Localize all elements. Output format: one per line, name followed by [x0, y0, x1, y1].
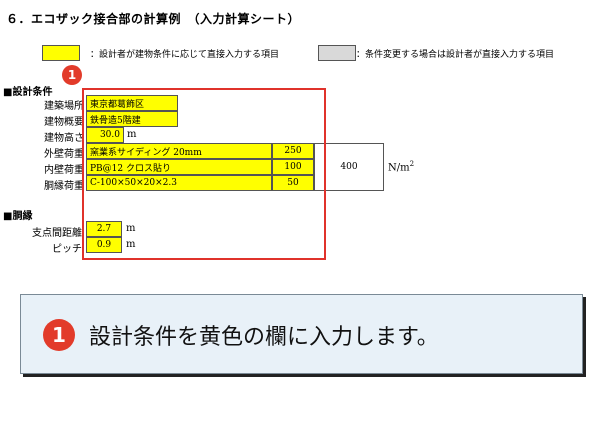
input-legend-text: ：設計者が建物条件に応じて直接入力する項目 [90, 50, 280, 60]
pitch-label: ピッチ [52, 244, 82, 255]
instruction-callout: 1 設計条件を黄色の欄に入力します。 [20, 294, 583, 374]
load-unit: N/m2 [388, 160, 414, 173]
height-label: 建物高さ [44, 133, 84, 144]
load-unit-sup: 2 [409, 160, 415, 168]
interior-load-input[interactable]: 100 [272, 159, 314, 175]
exterior-load-label: 外壁荷重 [44, 149, 84, 160]
sheet-title: ６．エコザック接合部の計算例 （入力計算シート） [6, 12, 301, 26]
step-number-badge: 1 [43, 319, 75, 351]
pitch-unit: m [126, 239, 136, 250]
outline-input[interactable]: 鉄骨造5階建 [86, 111, 178, 127]
furring-member-input[interactable]: C-100×50×20×2.3 [86, 175, 272, 191]
exterior-load-input[interactable]: 250 [272, 143, 314, 159]
furring-load-input[interactable]: 50 [272, 175, 314, 191]
change-color-swatch [318, 45, 356, 61]
change-legend-text: ：条件変更する場合は設計者が直接入力する項目 [356, 50, 555, 60]
input-highlight-box [82, 88, 326, 260]
furring-heading: ■胴縁 [3, 211, 33, 222]
input-color-swatch [42, 45, 80, 61]
instruction-text: 設計条件を黄色の欄に入力します。 [89, 325, 439, 350]
interior-wall-input[interactable]: PB@12 クロス貼り [86, 159, 272, 175]
location-input[interactable]: 東京都葛飾区 [86, 95, 178, 111]
furring-load-label: 胴縁荷重 [44, 181, 84, 192]
support-distance-input[interactable]: 2.7 [86, 221, 122, 237]
design-conditions-heading: ■設計条件 [3, 87, 53, 98]
location-label: 建築場所 [44, 101, 84, 112]
support-distance-label: 支点間距離 [32, 228, 82, 239]
height-unit: m [127, 129, 137, 140]
step-marker-badge: 1 [62, 65, 82, 85]
pitch-input[interactable]: 0.9 [86, 237, 122, 253]
support-distance-unit: m [126, 223, 136, 234]
height-input[interactable]: 30.0 [86, 127, 124, 143]
interior-load-label: 内壁荷重 [44, 165, 84, 176]
outline-label: 建物概要 [44, 117, 84, 128]
load-unit-text: N/m [388, 162, 410, 174]
exterior-wall-input[interactable]: 窯業系サイディング 20mm [86, 143, 272, 159]
